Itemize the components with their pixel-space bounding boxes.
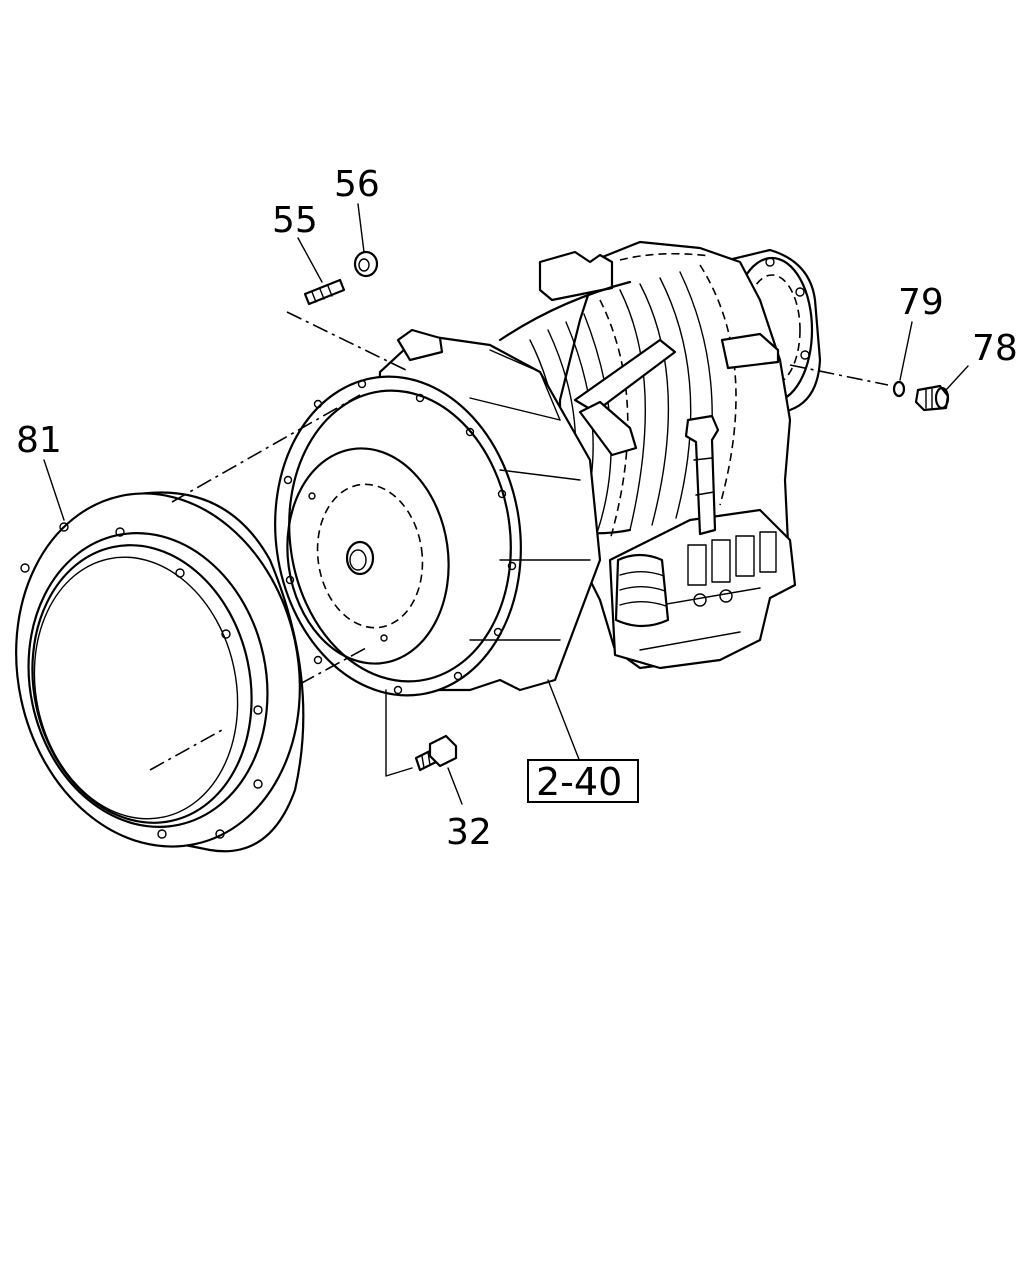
adapter-ring-part [15, 491, 305, 853]
callout-32: 32 [446, 812, 492, 853]
leader-lines [43, 203, 969, 805]
stud-part [303, 278, 346, 306]
callout-78: 78 [972, 328, 1018, 369]
bolt-part [414, 734, 458, 772]
nut-part [353, 250, 379, 278]
callout-79: 79 [898, 282, 944, 323]
callout-55: 55 [272, 200, 318, 241]
alignment-lines [149, 311, 889, 777]
o-ring-part [892, 380, 906, 398]
callout-56: 56 [334, 164, 380, 205]
reference-box: 2-40 [527, 759, 639, 804]
plug-part [914, 384, 950, 412]
reference-box-label: 2-40 [536, 760, 622, 804]
bell-housing [274, 328, 602, 697]
callout-81: 81 [16, 420, 62, 461]
transmission-assembly [498, 240, 822, 670]
